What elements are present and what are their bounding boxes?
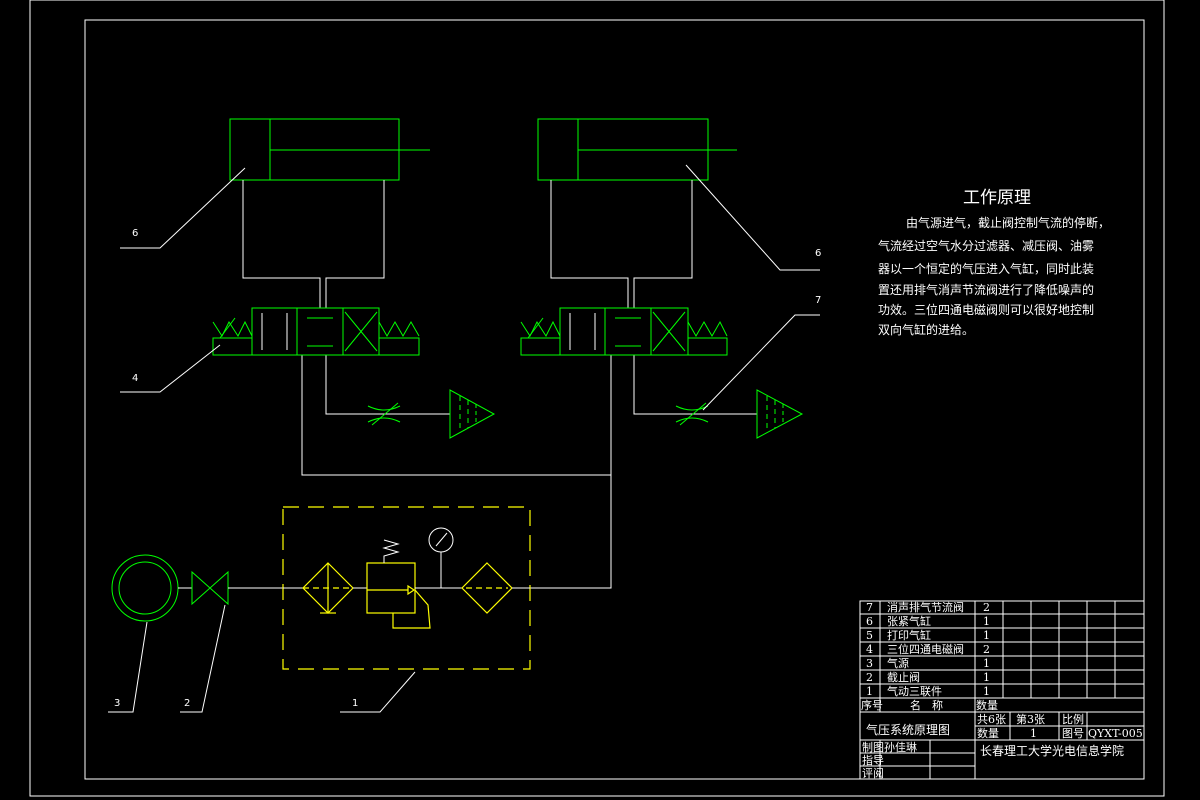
- row-6-name: 截止阀: [887, 670, 920, 684]
- row-5-qty: 1: [983, 657, 990, 670]
- principle-line-5: 功效。三位四通电磁阀则可以很好地控制: [878, 302, 1094, 317]
- row-4-qty: 2: [983, 643, 990, 656]
- row-4-name: 三位四通电磁阀: [887, 642, 964, 656]
- parts-table: 7 消声排气节流阀 2 6 张紧气缸 1 5 打印气缸 1 4 三位四通电磁阀 …: [859, 600, 1145, 713]
- working-principle: 工作原理 由气源进气，截止阀控制气流的停断， 气流经过空气水分过滤器、减压阀、油…: [878, 188, 1110, 337]
- row-7-no: 1: [866, 685, 873, 698]
- guide-label: 指导: [862, 753, 884, 767]
- drawing-no-label: 图号: [1062, 727, 1084, 740]
- solenoid-valve-4: [212, 307, 420, 356]
- school-name: 长春理工大学光电信息学院: [980, 743, 1124, 758]
- total-sheets: 共6张: [977, 713, 1006, 726]
- review-label: 评阅: [862, 767, 884, 780]
- row-6-no: 2: [866, 671, 873, 684]
- leader-6b-label: 6: [815, 248, 821, 259]
- row-1-qty: 2: [983, 601, 990, 614]
- solenoid-valve-4b: [520, 307, 728, 356]
- row-2-name: 张紧气缸: [887, 614, 931, 628]
- leader-1-label: 1: [352, 698, 358, 709]
- row-1-name: 消声排气节流阀: [887, 600, 964, 614]
- drawer-name: 孙佳琳: [884, 740, 917, 754]
- throttle-silencer-left: [367, 389, 496, 439]
- draw-label: 制图: [862, 741, 884, 754]
- leader-2-label: 2: [184, 698, 190, 709]
- sheet-no: 第3张: [1016, 712, 1045, 726]
- inner-frame: [84, 19, 1145, 780]
- cylinder-6: [537, 118, 737, 181]
- row-4-no: 4: [866, 643, 873, 656]
- pipes-left: [242, 180, 611, 476]
- principle-line-2: 气流经过空气水分过滤器、减压阀、油雾: [878, 238, 1094, 253]
- principle-line-3: 器以一个恒定的气压进入气缸，同时此装: [878, 261, 1094, 276]
- row-3-no: 5: [866, 629, 873, 642]
- row-7-qty: 1: [983, 685, 990, 698]
- row-5-name: 气源: [887, 656, 909, 670]
- outer-frame: [29, 0, 1165, 797]
- scale-label: 比例: [1062, 712, 1084, 726]
- row-2-qty: 1: [983, 615, 990, 628]
- leader-7-label: 7: [815, 295, 821, 306]
- header-qty: 数量: [976, 699, 998, 712]
- row-1-no: 7: [866, 601, 873, 614]
- throttle-silencer-right: [675, 389, 804, 439]
- cylinder-5: [229, 118, 430, 181]
- drawing-no: QYXT-005: [1088, 727, 1143, 740]
- qty-label: 数量: [977, 727, 999, 740]
- qty-value: 1: [1030, 727, 1037, 740]
- principle-line-4: 置还用排气消声节流阀进行了降低噪声的: [878, 282, 1094, 297]
- leader-3-label: 3: [114, 698, 120, 709]
- row-3-qty: 1: [983, 629, 990, 642]
- principle-line-1: 由气源进气，截止阀控制气流的停断，: [906, 215, 1110, 230]
- leader-4-label: 4: [132, 373, 138, 384]
- row-2-no: 6: [866, 615, 873, 628]
- title-block: 气压系统原理图 共6张 第3张 比例 数量 1 图号 QYXT-005 制图 孙…: [859, 711, 1145, 780]
- header-name: 名 称: [910, 698, 943, 712]
- pipes-right: [530, 180, 757, 589]
- row-7-name: 气动三联件: [887, 684, 942, 698]
- drawing-title: 气压系统原理图: [866, 722, 950, 737]
- leader-6-label: 6: [132, 228, 138, 239]
- row-6-qty: 1: [983, 671, 990, 684]
- principle-line-6: 双向气缸的进给。: [878, 322, 974, 337]
- header-no: 序号: [861, 698, 883, 712]
- air-source-3: [111, 554, 192, 622]
- row-5-no: 3: [866, 657, 873, 670]
- row-3-name: 打印气缸: [887, 628, 931, 642]
- frl-unit-1: [282, 506, 531, 670]
- leader-lines: [108, 164, 820, 713]
- principle-heading: 工作原理: [963, 188, 1031, 208]
- stop-valve-2: [191, 570, 283, 606]
